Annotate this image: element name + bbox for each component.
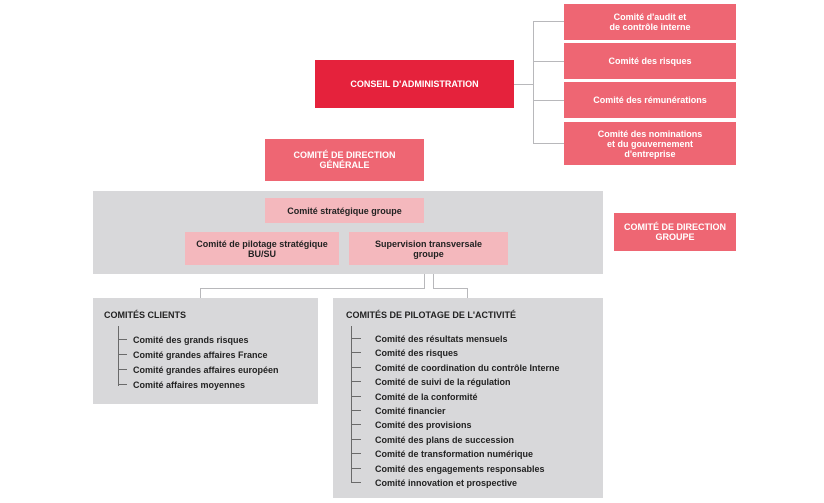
general-management-committee-box: COMITÉ DE DIRECTION GÉNÉRALE [265,139,424,181]
transversal-supervision-box: Supervision transversale groupe [349,232,508,265]
transversal-supervision-label: Supervision transversale groupe [374,238,483,259]
client-tick [118,369,127,370]
activity-committee-item: Comité des risques [375,348,459,358]
connector-board-trunk [514,84,534,85]
audit-committee-label: Comité d'audit et de contrôle interne [609,12,691,32]
activity-committees-title: COMITÉS DE PILOTAGE DE L'ACTIVITÉ [346,310,516,320]
remuneration-committee-label: Comité des rémunérations [593,95,707,105]
connector-split-horizontal [200,288,425,289]
client-committee-item: Comité des grands risques [133,335,249,345]
client-tick [118,339,127,340]
general-management-committee-label: COMITÉ DE DIRECTION GÉNÉRALE [293,150,396,170]
risk-committee-label: Comité des risques [608,56,692,66]
activity-committees-panel [333,298,603,498]
connector-split-left-down [424,274,425,288]
connector-committee-1 [533,21,564,22]
activity-tick [351,453,361,454]
connector-committee-2 [533,61,564,62]
client-tick [118,354,127,355]
activity-committee-item: Comité innovation et prospective [375,478,518,488]
client-committees-title: COMITÉS CLIENTS [104,310,187,320]
activity-committee-item: Comité financier [375,406,446,416]
activity-committee-item: Comité des résultats mensuels [375,334,508,344]
activity-committee-item: Comité de suivi de la régulation [375,377,511,387]
strategic-steering-committee-label: Comité de pilotage stratégique BU/SU [196,238,328,259]
connector-split-right-horizontal [433,288,468,289]
activity-tick [351,396,361,397]
activity-committee-item: Comité de coordination du contrôle Inter… [375,363,560,373]
board-of-directors-label: CONSEIL D'ADMINISTRATION [350,79,479,89]
strategic-committee-box: Comité stratégique groupe [265,198,424,223]
activity-tick [351,424,361,425]
audit-committee-box: Comité d'audit et de contrôle interne [564,4,736,40]
activity-committee-item: Comité de transformation numérique [375,449,534,459]
connector-split-right-down [433,274,434,288]
activity-committees-tree-line [351,326,352,483]
connector-committees-vertical [533,21,534,144]
group-management-committee-box: COMITÉ DE DIRECTION GROUPE [614,213,736,251]
connector-split-right [467,288,468,298]
board-of-directors-box: CONSEIL D'ADMINISTRATION [315,60,514,108]
client-tick [118,384,127,385]
client-committee-item: Comité affaires moyennes [133,380,246,390]
nominations-committee-box: Comité des nominations et du gouvernemen… [564,122,736,165]
activity-committee-item: Comité des provisions [375,420,472,430]
client-committees-tree-line [118,326,119,386]
group-management-committee-label: COMITÉ DE DIRECTION GROUPE [623,222,726,242]
risk-committee-box: Comité des risques [564,43,736,79]
activity-tick [351,381,361,382]
client-committee-item: Comité grandes affaires européen [133,365,279,375]
activity-tick [351,468,361,469]
activity-tick [351,482,361,483]
connector-committee-3 [533,100,564,101]
remuneration-committee-box: Comité des rémunérations [564,82,736,118]
activity-tick [351,410,361,411]
connector-split-left [200,288,201,298]
activity-tick [351,439,361,440]
activity-committee-item: Comité des engagements responsables [375,464,545,474]
nominations-committee-label: Comité des nominations et du gouvernemen… [597,128,703,159]
connector-committee-4 [533,143,564,144]
activity-tick [351,338,361,339]
activity-committee-item: Comité des plans de succession [375,435,515,445]
activity-committee-item: Comité de la conformité [375,392,478,402]
strategic-committee-label: Comité stratégique groupe [287,205,402,216]
activity-tick [351,367,361,368]
client-committee-item: Comité grandes affaires France [133,350,268,360]
activity-tick [351,352,361,353]
strategic-steering-committee-box: Comité de pilotage stratégique BU/SU [185,232,339,265]
client-committees-panel [93,298,318,404]
